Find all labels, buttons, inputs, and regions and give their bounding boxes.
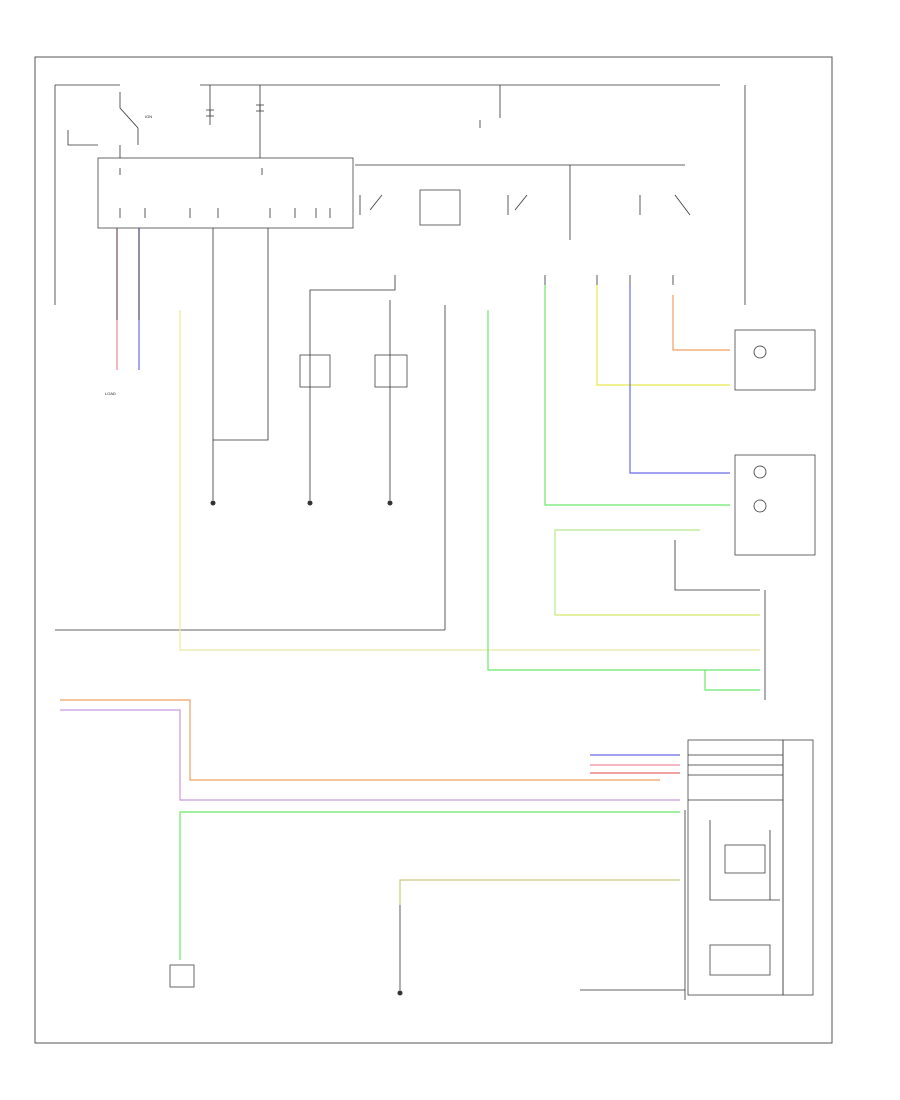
component-c <box>374 354 408 388</box>
wire-orange-long <box>60 699 660 781</box>
junction-box-pins <box>119 168 331 218</box>
junction-box <box>97 157 354 229</box>
top-power-feeds <box>54 84 746 305</box>
right-module-bottom-side <box>782 739 814 996</box>
fuse-top-center <box>256 104 264 112</box>
wire-green-loop <box>704 670 760 691</box>
wire-blue-right <box>629 285 730 474</box>
svg-text:LOAD: LOAD <box>105 391 116 396</box>
wire-green-right <box>544 285 730 506</box>
ground-4 <box>397 990 403 996</box>
ground-1 <box>210 500 216 506</box>
ignition-switch: IGN <box>67 92 152 158</box>
wire-yellow-long <box>179 310 760 651</box>
right-module-upper <box>734 329 816 391</box>
wire-green-lower <box>179 811 680 960</box>
ground-2 <box>307 500 313 506</box>
relay-row <box>355 164 691 240</box>
svg-text:IGN: IGN <box>145 114 152 119</box>
right-module-lower <box>734 454 816 556</box>
wire-light-green <box>554 529 700 615</box>
ground-3 <box>387 500 393 506</box>
bottom-left-component <box>169 964 195 988</box>
wire-yellow-right <box>596 285 730 386</box>
right-module-bottom <box>687 739 784 996</box>
diagram-frame <box>34 56 833 1044</box>
wire-purple-long <box>60 709 680 801</box>
wire-green-long <box>487 310 760 671</box>
wire-orange-right <box>672 295 730 351</box>
component-b <box>299 354 331 388</box>
fuse-top-left <box>206 109 214 117</box>
bulbs <box>753 345 767 513</box>
left-component-a: LOAD <box>105 391 116 396</box>
wire-olive <box>399 879 680 905</box>
module-bottom-pins <box>688 754 783 976</box>
